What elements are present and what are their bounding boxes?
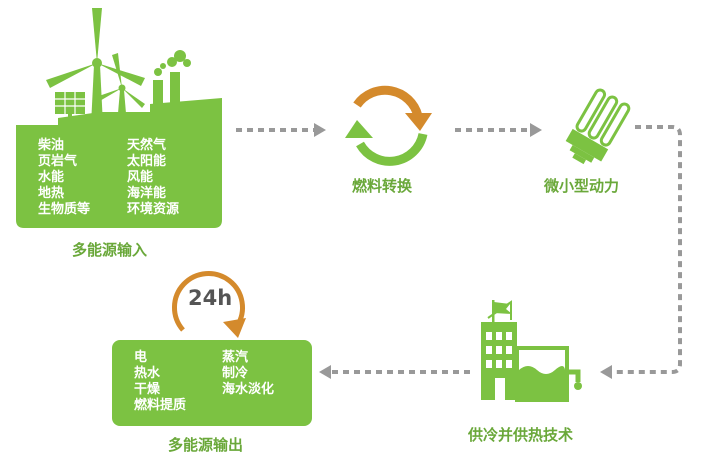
cycle-arrows-icon bbox=[345, 85, 432, 166]
wind-turbine-icon bbox=[46, 8, 145, 125]
24h-clock-icon bbox=[171, 271, 246, 338]
output-list-left: 电 热水 干燥 燃料提质 bbox=[134, 350, 186, 414]
output-item: 制冷 bbox=[222, 366, 249, 381]
input-item: 天然气 bbox=[127, 138, 167, 153]
output-item: 海水淡化 bbox=[222, 382, 275, 397]
output-list-right: 蒸汽 制冷 海水淡化 bbox=[222, 350, 274, 398]
input-item: 风能 bbox=[127, 170, 154, 185]
input-list-left: 柴油 页岩气 水能 地热 生物质等 bbox=[38, 138, 90, 218]
output-item: 电 bbox=[134, 350, 148, 365]
24h-label: 24h bbox=[188, 286, 233, 310]
input-item: 页岩气 bbox=[38, 154, 78, 169]
input-item: 生物质等 bbox=[38, 202, 91, 217]
output-box bbox=[112, 340, 312, 426]
chp-plant-icon bbox=[481, 300, 582, 402]
input-box bbox=[16, 98, 222, 228]
output-icon-group bbox=[112, 271, 312, 426]
input-icon-group bbox=[16, 8, 222, 228]
output-item: 干燥 bbox=[134, 382, 161, 397]
input-item: 海洋能 bbox=[127, 186, 167, 201]
flow-arrow-2 bbox=[455, 123, 542, 137]
flow-arrow-1 bbox=[236, 123, 326, 137]
flow-arrow-4 bbox=[319, 365, 470, 379]
output-item: 燃料提质 bbox=[134, 398, 187, 413]
input-item: 水能 bbox=[38, 170, 65, 185]
power-caption: 微小型动力 bbox=[544, 177, 620, 195]
output-item: 热水 bbox=[134, 366, 161, 381]
cfl-bulb-icon bbox=[565, 88, 631, 165]
input-item: 太阳能 bbox=[127, 154, 167, 169]
input-item: 地热 bbox=[38, 186, 65, 201]
small-wind-turbine-icon bbox=[96, 53, 145, 125]
conversion-caption: 燃料转换 bbox=[352, 177, 413, 195]
chimney-icon bbox=[153, 50, 191, 108]
solar-panel-icon bbox=[55, 92, 85, 122]
input-item: 柴油 bbox=[38, 138, 65, 153]
chp-caption: 供冷并供热技术 bbox=[468, 426, 574, 444]
flow-arrow-3 bbox=[600, 125, 682, 379]
output-caption: 多能源输出 bbox=[168, 436, 244, 454]
input-caption: 多能源输入 bbox=[72, 241, 148, 259]
input-item: 环境资源 bbox=[127, 202, 180, 217]
input-list-right: 天然气 太阳能 风能 海洋能 环境资源 bbox=[127, 138, 179, 218]
output-item: 蒸汽 bbox=[222, 350, 249, 365]
